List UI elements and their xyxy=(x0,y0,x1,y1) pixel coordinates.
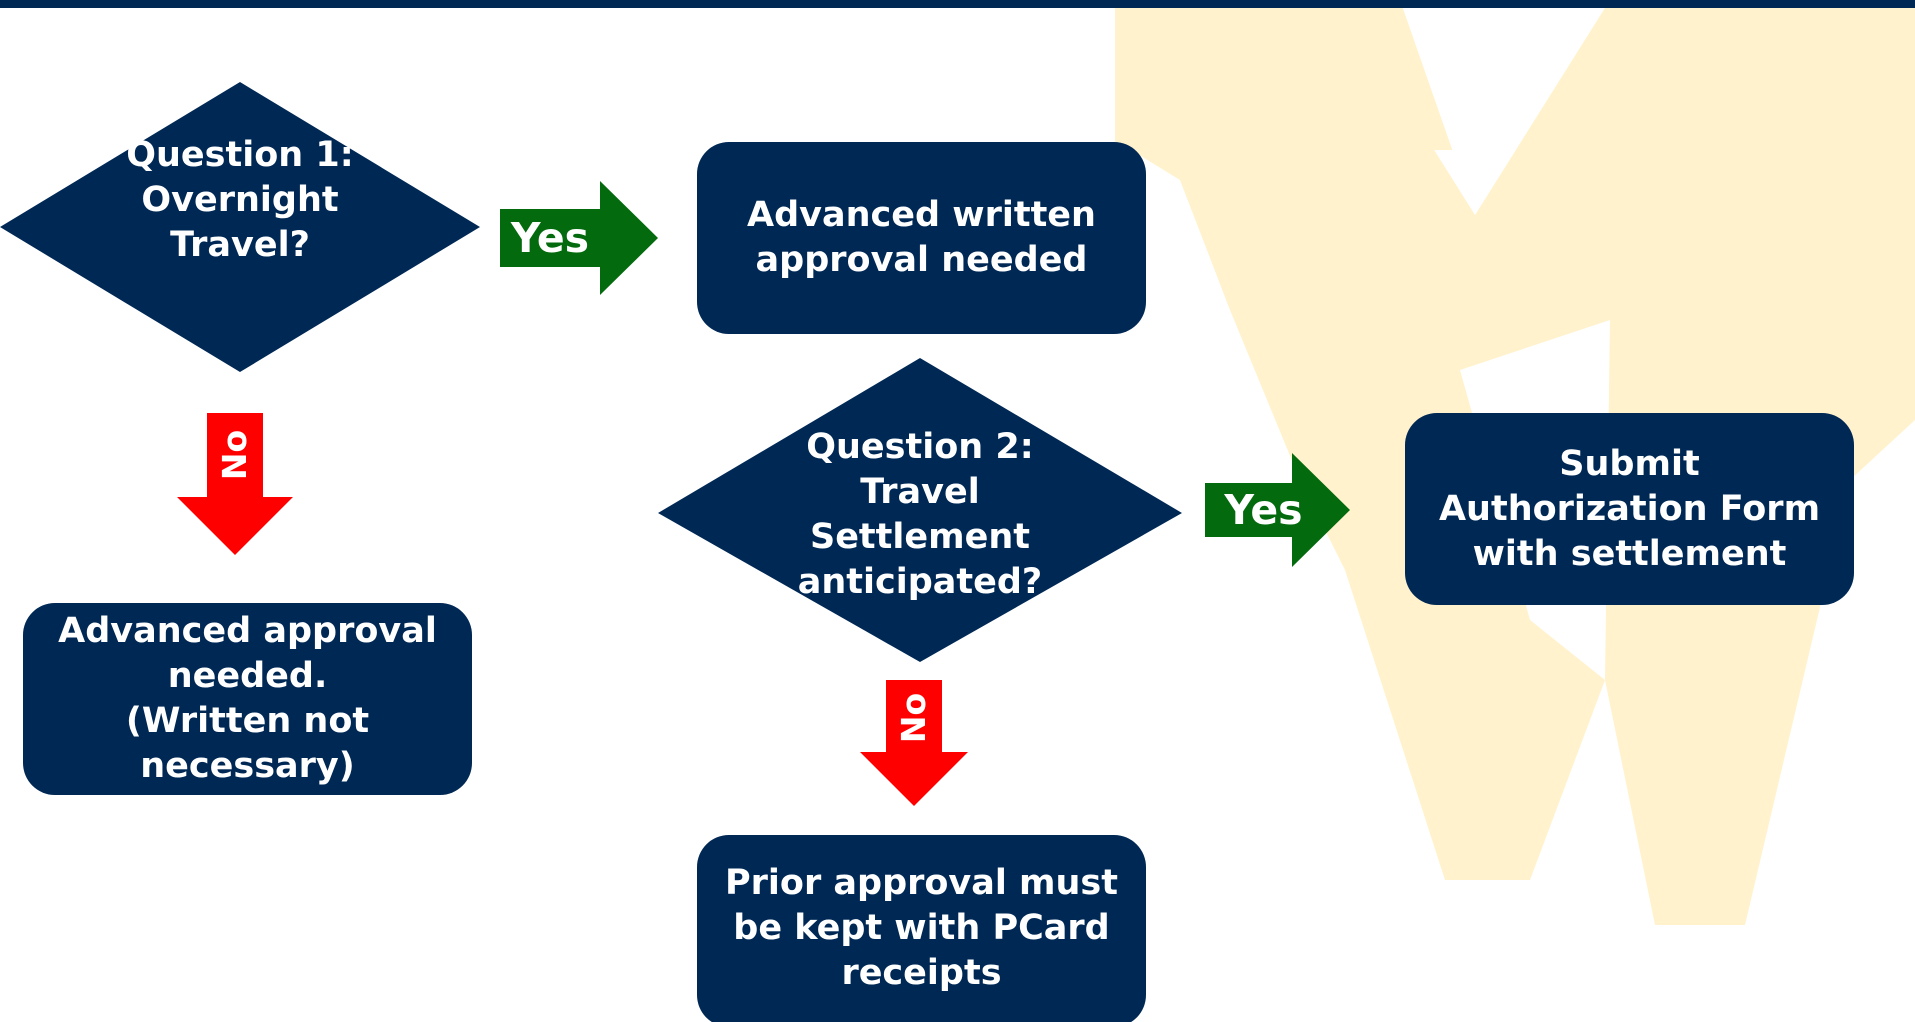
prior-approval-text: Prior approval must be kept with PCard r… xyxy=(725,863,1118,993)
q1-no-label: No xyxy=(215,429,254,481)
submit-form-text: Submit Authorization Form with settlemen… xyxy=(1438,443,1821,574)
approval-not-written-box xyxy=(23,603,472,795)
q1-yes-arrow xyxy=(500,181,658,295)
q1-no-arrow xyxy=(177,413,293,555)
q2-yes-arrow xyxy=(1205,453,1350,567)
submit-form-box xyxy=(1405,413,1854,605)
q2-no-label: No xyxy=(894,692,933,744)
question-1-diamond xyxy=(0,82,480,372)
question-1-text: Question 1: Overnight Travel? xyxy=(126,134,354,265)
written-approval-text: Advanced written approval needed xyxy=(747,195,1096,280)
approval-not-written-text: Advanced approval needed. (Written not n… xyxy=(58,611,437,786)
q2-yes-label: Yes xyxy=(1224,485,1303,534)
top-bar xyxy=(0,0,1915,8)
written-approval-box xyxy=(697,142,1146,334)
q2-no-arrow xyxy=(860,680,968,806)
watermark-w-inner-cut xyxy=(1400,0,1610,215)
q1-yes-label: Yes xyxy=(510,213,590,262)
prior-approval-box xyxy=(697,835,1146,1022)
question-2-text: Question 2: Travel Settlement anticipate… xyxy=(797,427,1043,602)
question-2-diamond xyxy=(658,358,1182,662)
